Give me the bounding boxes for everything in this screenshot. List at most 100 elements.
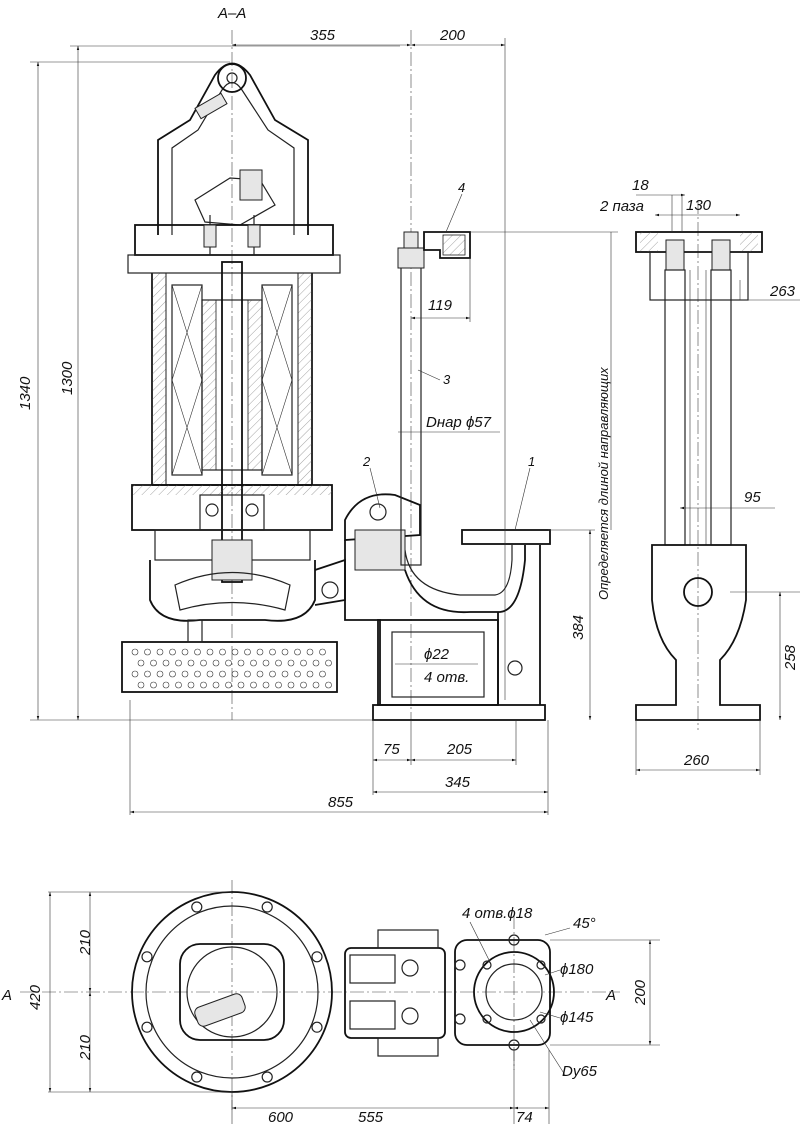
strainer-hole (156, 648, 164, 656)
strainer-hole (200, 659, 207, 667)
dim-345: 345 (445, 774, 471, 791)
dim-outer-diameter: Dнар ϕ57 (426, 414, 492, 431)
strainer-hole (244, 648, 251, 656)
strainer-hole (306, 648, 314, 656)
dim-855: 855 (328, 794, 354, 811)
strainer-hole (294, 670, 301, 678)
dim-180: ϕ180 (560, 961, 594, 978)
dim-420: 420 (27, 984, 44, 1010)
dim-hole-22: ϕ22 (424, 646, 450, 663)
strainer-hole (231, 670, 239, 678)
part-leaders: 4 3 2 1 (362, 180, 535, 531)
dim-grooves: 2 паза (599, 198, 644, 215)
dim-dy65: Dy65 (562, 1063, 598, 1080)
strainer-holes (131, 648, 332, 689)
strainer-hole (150, 659, 157, 667)
strainer-hole (225, 659, 232, 667)
strainer-hole (200, 681, 207, 689)
lifting-bail (157, 62, 309, 235)
motor-housing (151, 261, 313, 583)
strainer-hole (306, 670, 314, 678)
strainer-hole (256, 670, 264, 678)
strainer-hole (231, 648, 239, 656)
strainer-hole (312, 659, 320, 667)
side-view: 18 2 паза 130 263 95 258 260 (599, 177, 800, 775)
strainer-hole (212, 681, 220, 689)
flange-bolt-hole (311, 951, 323, 963)
strainer-hole (294, 648, 301, 656)
strainer-hole (269, 670, 276, 678)
dim-355: 355 (310, 27, 336, 44)
strainer-hole (262, 659, 270, 667)
flange-bolt-hole (261, 901, 273, 913)
section-mark-right: А (605, 987, 616, 1004)
dim-1300: 1300 (59, 361, 76, 395)
strainer-hole (281, 648, 289, 656)
flange-bolt-hole (311, 1021, 323, 1033)
strainer-hole (150, 681, 157, 689)
dim-263: 263 (769, 283, 796, 300)
dim-200-plan: 200 (632, 979, 649, 1006)
dim-384: 384 (570, 615, 587, 640)
strainer-hole (212, 659, 220, 667)
dim-1340: 1340 (17, 376, 34, 410)
dim-119: 119 (428, 297, 453, 314)
dim-hole-22-count: 4 отв. (424, 669, 469, 686)
flange-bolt-hole (141, 951, 153, 963)
part-number-4: 4 (458, 180, 465, 195)
plan-view: А А 420 210 210 4 отв.ϕ18 45° ϕ180 ϕ145 … (1, 880, 660, 1126)
strainer-hole (275, 681, 282, 689)
strainer-hole (219, 670, 226, 678)
strainer-hole (275, 659, 282, 667)
plan-dimensions: А А 420 210 210 4 отв.ϕ18 45° ϕ180 ϕ145 … (1, 891, 660, 1126)
section-label: А–А (217, 5, 246, 22)
strainer-hole (144, 648, 151, 656)
strainer-hole (169, 648, 176, 656)
strainer-hole (325, 659, 332, 667)
strainer-hole (137, 681, 145, 689)
dim-95: 95 (744, 489, 761, 506)
dim-75: 75 (383, 741, 400, 758)
strainer-hole (206, 670, 214, 678)
strainer-hole (187, 659, 195, 667)
dim-600: 600 (268, 1109, 294, 1126)
plan-bolts (141, 901, 323, 1083)
dim-130: 130 (686, 197, 712, 214)
strainer-hole (194, 670, 201, 678)
side-dimensions: 18 2 паза 130 263 95 258 260 (599, 177, 800, 775)
dim-555: 555 (358, 1109, 384, 1126)
strainer-hole (312, 681, 320, 689)
section-mark-left: А (1, 987, 12, 1004)
strainer-hole (244, 670, 251, 678)
strainer-hole (250, 659, 257, 667)
strainer-hole (262, 681, 270, 689)
strainer-hole (325, 681, 332, 689)
dim-holes-18: 4 отв.ϕ18 (462, 905, 533, 922)
strainer-hole (156, 670, 164, 678)
strainer-hole (162, 659, 170, 667)
dim-205: 205 (446, 741, 473, 758)
strainer-hole (237, 659, 245, 667)
strainer-hole (206, 648, 214, 656)
dim-258: 258 (782, 644, 799, 671)
flange-bolt-hole (141, 1021, 153, 1033)
strainer-hole (181, 648, 189, 656)
section-dimensions: 355 200 1340 1300 119 Dнар ϕ57 ϕ22 4 отв… (17, 27, 618, 815)
strainer-hole (225, 681, 232, 689)
part-number-2: 2 (362, 454, 371, 469)
strainer-hole (319, 648, 326, 656)
strainer-hole (269, 648, 276, 656)
part-number-3: 3 (443, 372, 451, 387)
strainer-hole (287, 681, 295, 689)
strainer-hole (137, 659, 145, 667)
strainer (121, 619, 338, 693)
dim-18: 18 (632, 177, 649, 194)
dim-260: 260 (683, 752, 710, 769)
strainer-hole (287, 659, 295, 667)
flange-bolt-hole (191, 901, 203, 913)
strainer-hole (175, 681, 182, 689)
section-view: А–А (17, 5, 618, 815)
flange-bolt-hole (191, 1071, 203, 1083)
strainer-hole (219, 648, 226, 656)
